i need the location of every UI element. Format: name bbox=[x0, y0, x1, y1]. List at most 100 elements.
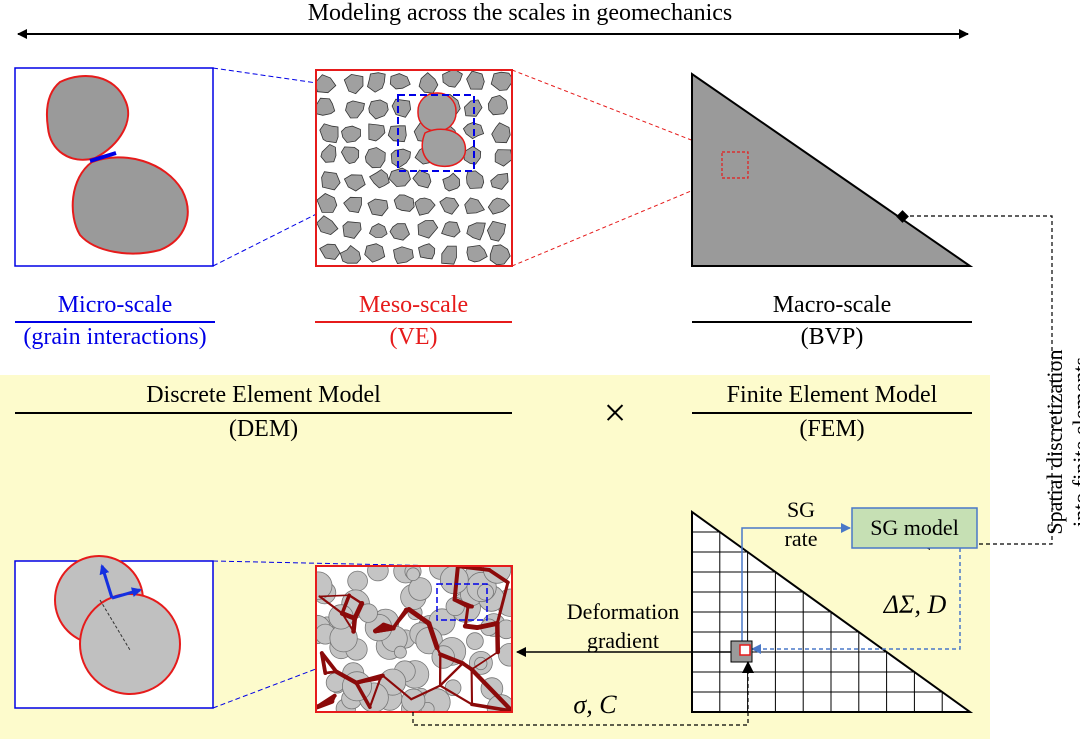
force-chain bbox=[318, 595, 344, 615]
force-chain bbox=[324, 670, 338, 675]
macro-scale-desc: (BVP) bbox=[800, 324, 864, 350]
meso-grain bbox=[341, 125, 361, 143]
force-chain bbox=[452, 566, 460, 602]
sg-model-box bbox=[851, 507, 978, 549]
meso-grain bbox=[393, 194, 415, 212]
fem-abbr: (FEM) bbox=[799, 416, 865, 442]
meso-grain bbox=[321, 171, 341, 191]
fem-name: Finite Element Model bbox=[726, 382, 938, 408]
dem-particle bbox=[498, 643, 512, 667]
dem-particle bbox=[466, 632, 484, 650]
dem-particle bbox=[406, 567, 420, 581]
force-chain bbox=[340, 611, 357, 621]
meso-grain bbox=[368, 99, 389, 120]
meso-grain bbox=[464, 197, 486, 214]
force-chain bbox=[348, 594, 363, 605]
force-chain bbox=[410, 684, 442, 701]
force-chain bbox=[318, 594, 351, 598]
force-chain bbox=[340, 593, 351, 616]
force-chain bbox=[406, 606, 432, 626]
delta-sigma-label: ΔΣ, D bbox=[883, 590, 947, 619]
meso-grain bbox=[466, 170, 485, 189]
micro-grain-bottom bbox=[71, 156, 189, 255]
dem-meso-box bbox=[316, 566, 512, 712]
meso-grain bbox=[388, 167, 411, 187]
force-chain bbox=[438, 662, 464, 687]
meso-grain bbox=[367, 198, 389, 217]
macro-scale-name: Macro-scale bbox=[772, 292, 892, 318]
meso-grain bbox=[441, 245, 457, 265]
force-chain bbox=[469, 667, 512, 712]
meso-grain bbox=[369, 223, 388, 238]
times-symbol: × bbox=[603, 390, 627, 435]
meso-grain bbox=[368, 123, 386, 142]
micro-contact bbox=[89, 151, 117, 163]
meso-grain bbox=[345, 100, 365, 119]
force-chain bbox=[438, 652, 465, 666]
force-chain bbox=[368, 677, 382, 709]
meso-grain bbox=[343, 174, 366, 192]
force-chain bbox=[374, 624, 385, 632]
meso-grain bbox=[364, 147, 386, 169]
force-chain bbox=[335, 670, 358, 684]
meso-grain bbox=[441, 221, 461, 238]
force-chain bbox=[352, 600, 365, 621]
force-chain bbox=[354, 677, 382, 685]
meso-grain bbox=[343, 73, 364, 95]
meso-grain bbox=[367, 72, 386, 93]
meso-grain bbox=[466, 222, 486, 241]
meso-grain bbox=[442, 70, 463, 88]
meso-grain bbox=[343, 196, 362, 213]
meso-grain bbox=[414, 197, 436, 216]
force-chain bbox=[373, 625, 396, 634]
force-chain bbox=[439, 684, 474, 706]
deformation-label: Deformation gradient bbox=[566, 599, 680, 653]
meso-grain bbox=[412, 169, 432, 189]
dem-particle bbox=[347, 570, 368, 592]
force-chain bbox=[427, 622, 439, 649]
meso-grain bbox=[320, 144, 337, 163]
dem-name: Discrete Element Model bbox=[146, 382, 381, 408]
meso-grain bbox=[339, 245, 362, 264]
meso-grain bbox=[342, 221, 362, 239]
fem-element-marker bbox=[739, 644, 751, 656]
meso-grain bbox=[442, 172, 461, 192]
meso-grain bbox=[319, 123, 339, 144]
dem-particle bbox=[316, 571, 333, 600]
meso-grain bbox=[417, 219, 439, 239]
force-chain bbox=[487, 568, 510, 585]
meso-grain bbox=[466, 244, 488, 263]
dem-particle bbox=[367, 566, 389, 582]
meso-grain bbox=[389, 223, 410, 241]
meso-grain bbox=[390, 148, 411, 169]
meso-grain bbox=[487, 197, 511, 215]
meso-grain bbox=[466, 70, 485, 90]
fem-mesh bbox=[691, 510, 974, 713]
force-chain bbox=[463, 604, 470, 628]
force-chain bbox=[496, 622, 499, 654]
meso-box bbox=[316, 70, 512, 266]
dem-particle bbox=[401, 688, 426, 712]
force-chain bbox=[470, 702, 512, 712]
meso-grain bbox=[439, 197, 460, 215]
dem-particle bbox=[408, 577, 432, 601]
meso-grain bbox=[418, 243, 436, 260]
meso-grain bbox=[494, 149, 512, 167]
force-chain bbox=[392, 608, 411, 630]
macro-ve-marker bbox=[721, 151, 749, 179]
sg-model-label: SG model bbox=[870, 515, 959, 540]
meso-grain bbox=[486, 220, 507, 242]
meso-grain bbox=[389, 73, 411, 90]
meso-grain bbox=[319, 243, 341, 260]
meso-grain bbox=[316, 74, 337, 94]
force-chain bbox=[316, 699, 335, 710]
force-chain bbox=[452, 597, 470, 609]
page-title: Modeling across the scales in geomechani… bbox=[307, 0, 733, 26]
meso-grain bbox=[490, 71, 512, 91]
sigma-c-label: σ, C bbox=[573, 690, 617, 719]
dem-particle bbox=[477, 583, 494, 601]
meso-grain bbox=[369, 169, 390, 189]
micro-scale-name: Micro-scale bbox=[57, 292, 173, 318]
force-chain bbox=[470, 651, 499, 671]
sg-rate-label: SG rate bbox=[784, 497, 818, 551]
